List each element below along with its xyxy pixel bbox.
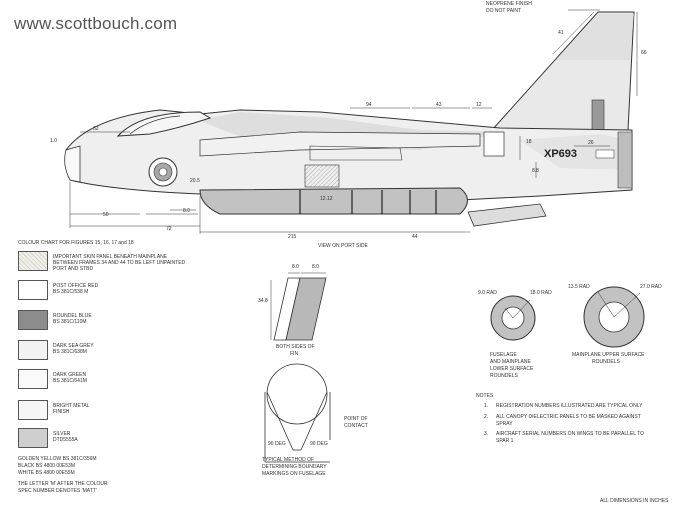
dimensions-footer: ALL DIMENSIONS IN INCHES xyxy=(600,498,669,504)
method-angle-1: 90 DEG xyxy=(268,441,286,447)
note-3-line-1: AIRCRAFT SERIAL NUMBERS ON WINGS TO BE P… xyxy=(496,431,645,437)
method-caption-2: DETERMINING BOUNDARY xyxy=(262,464,327,470)
note-matt-1: THE LETTER 'M' AFTER THE COLOUR xyxy=(18,481,108,487)
boundary-method-diagram xyxy=(264,363,331,463)
note-white: WHITE BS 4800 00E55M xyxy=(18,470,75,476)
fin-panel xyxy=(591,99,605,131)
dim-8-0: 8.0 xyxy=(183,208,190,214)
swatch-unpainted xyxy=(18,251,48,271)
note-black: BLACK BS 4800 00E53M xyxy=(18,463,75,469)
fin-caption-2: FIN xyxy=(290,351,299,357)
note-1-line-1: REGISTRATION NUMBERS ILLUSTRATED ARE TYP… xyxy=(496,403,643,409)
roundel2-caption-2: ROUNDELS xyxy=(592,359,620,365)
dim-50: 50 xyxy=(103,212,109,218)
serial-number: XP693 xyxy=(544,148,578,160)
dim-215: 215 xyxy=(288,234,297,240)
notes-title: NOTES xyxy=(476,393,494,399)
roundel1-caption-3: LOWER SURFACE xyxy=(490,366,534,372)
dim-72: 72 xyxy=(166,226,172,232)
roundel1-r2: 18.0 RAD xyxy=(530,290,552,296)
method-caption-1: TYPICAL METHOD OF xyxy=(262,457,315,463)
fin-height: 34.8 xyxy=(258,298,268,304)
colour-chart-title: COLOUR CHART FOR FIGURES 15, 16, 17 and … xyxy=(18,240,134,246)
note-matt-2: SPEC NUMBER DENOTES 'MATT' xyxy=(18,488,97,494)
swatch-dark-sea-grey xyxy=(18,340,48,360)
dim-94: 94 xyxy=(366,102,372,108)
roundel1-caption-2: AND MAINPLANE xyxy=(490,359,531,365)
contact-label-1: POINT OF xyxy=(344,416,368,422)
swatch-post-office-red xyxy=(18,280,48,300)
roundel1-caption-4: ROUNDELS xyxy=(490,373,518,379)
note-2-line-2: SPRAY xyxy=(496,421,513,427)
canopy xyxy=(116,111,212,137)
swatch-dark-green xyxy=(18,369,48,389)
fin-width-1: 8.0 xyxy=(292,264,299,270)
roundel2-r2: 27.0 RAD xyxy=(640,284,662,290)
roundel1-caption-1: FUSELAGE xyxy=(490,352,517,358)
swatch-silver xyxy=(18,428,48,448)
dim-43: 43 xyxy=(436,102,442,108)
note-1-num: 1. xyxy=(484,403,489,409)
belly-tank xyxy=(199,187,468,215)
dim-32: 32 xyxy=(93,126,99,132)
dim-44: 44 xyxy=(412,234,418,240)
dim-8-8: 8.8 xyxy=(532,168,539,174)
dim-41: 41 xyxy=(558,30,564,36)
dim-1-0: 1.0 xyxy=(50,138,57,144)
dim-18: 18 xyxy=(526,139,532,145)
upper-roundel-diagram xyxy=(583,286,645,348)
note-golden-yellow: GOLDEN YELLOW BS 381C/356M xyxy=(18,456,97,462)
swatch-roundel-blue xyxy=(18,310,48,330)
dim-66: 66 xyxy=(641,50,647,56)
fin-caption-1: BOTH SIDES OF xyxy=(276,344,315,350)
note-3-line-2: SPAR 1 xyxy=(496,438,514,444)
dim-12: 12 xyxy=(476,102,482,108)
dim-26: 26 xyxy=(588,140,594,146)
roundel2-caption-1: MAINPLANE UPPER SURFACE xyxy=(572,352,645,358)
method-caption-3: MARKINGS ON FUSELAGE xyxy=(262,471,326,477)
neoprene-note-line2: DO NOT PAINT xyxy=(486,8,522,14)
dim-12-12: 12.12 xyxy=(320,196,333,202)
neoprene-note-line1: NEOPRENE FINISH xyxy=(486,1,532,7)
fin-width-2: 8.0 xyxy=(312,264,319,270)
method-angle-2: 90 DEG xyxy=(310,441,328,447)
lower-roundel-diagram xyxy=(490,295,536,341)
swatch-bright-metal xyxy=(18,400,48,420)
view-label: VIEW ON PORT SIDE xyxy=(318,243,368,249)
note-2-num: 2. xyxy=(484,414,489,420)
contact-label-2: CONTACT xyxy=(344,423,368,429)
dim-20-5: 20.5 xyxy=(190,178,200,184)
note-2-line-1: ALL CANOPY DIELECTRIC PANELS TO BE MASKE… xyxy=(496,414,641,420)
roundel1-r1: 9.0 RAD xyxy=(478,290,497,296)
roundel2-r1: 13.5 RAD xyxy=(568,284,590,290)
note-3-num: 3. xyxy=(484,431,489,437)
site-watermark: www.scottbouch.com xyxy=(14,14,178,33)
